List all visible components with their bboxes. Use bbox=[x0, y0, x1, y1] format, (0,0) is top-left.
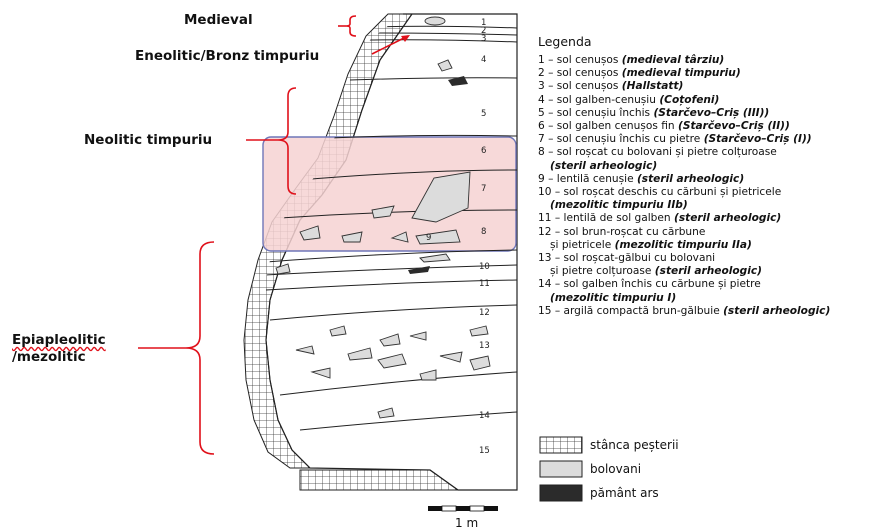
boulder bbox=[378, 354, 406, 368]
legend-title: Legenda bbox=[538, 34, 592, 49]
label-eneolitic: Eneolitic/Bronz timpuriu bbox=[135, 48, 319, 64]
legend-item: 4 – sol galben-cenușiu (Coțofeni) bbox=[538, 94, 830, 107]
bracket-medieval bbox=[346, 16, 356, 36]
label-neolitic: Neolitic timpuriu bbox=[84, 132, 212, 148]
legend-list: 1 – sol cenușos (medieval târziu)2 – sol… bbox=[538, 54, 830, 318]
symbol-boulders-label: bolovani bbox=[590, 462, 641, 476]
layer-number: 13 bbox=[479, 341, 490, 351]
boulder bbox=[438, 60, 452, 71]
layer-number: 8 bbox=[481, 227, 486, 237]
label-epipaleolitic: Epiapleolitic /mezolitic bbox=[12, 332, 106, 366]
symbol-boulder-swatch bbox=[540, 461, 582, 477]
layer-number: 14 bbox=[479, 411, 490, 421]
legend-item: 8 – sol roșcat cu bolovani și pietre col… bbox=[538, 146, 830, 172]
boulder bbox=[410, 332, 426, 340]
layer-number: 9 bbox=[426, 233, 431, 243]
layer-number: 12 bbox=[479, 308, 490, 318]
symbol-burnt-swatch bbox=[540, 485, 582, 501]
boulder bbox=[440, 352, 462, 362]
bracket-epipaleolitic bbox=[186, 242, 214, 454]
scale-bar bbox=[428, 506, 498, 511]
burnt-earth-patch bbox=[408, 266, 430, 274]
symbol-burnt-label: pământ ars bbox=[590, 486, 659, 500]
boulder bbox=[470, 326, 488, 336]
layer-number: 7 bbox=[481, 184, 486, 194]
label-medieval: Medieval bbox=[184, 12, 253, 28]
legend-item: 11 – lentilă de sol galben (steril arheo… bbox=[538, 212, 830, 225]
layer-number: 5 bbox=[481, 109, 486, 119]
label-epipaleolitic-line1: Epiapleolitic bbox=[12, 332, 106, 348]
legend-item: 5 – sol cenușiu închis (Starčevo–Criș (I… bbox=[538, 107, 830, 120]
symbol-rock-swatch bbox=[540, 437, 582, 453]
legend-item: 3 – sol cenușos (Hallstatt) bbox=[538, 80, 830, 93]
boulder bbox=[420, 370, 436, 380]
boulder bbox=[425, 17, 445, 25]
boulder bbox=[312, 368, 330, 378]
legend-item: 7 – sol cenușiu închis cu pietre (Starče… bbox=[538, 133, 830, 146]
boulder bbox=[330, 326, 346, 336]
legend-item: 10 – sol roșcat deschis cu cărbuni și pi… bbox=[538, 186, 830, 212]
boulder bbox=[420, 254, 450, 262]
layer-number: 15 bbox=[479, 446, 490, 456]
scale-label: 1 m bbox=[455, 516, 478, 530]
symbol-rock-label: stânca peșterii bbox=[590, 438, 679, 452]
layer-number: 6 bbox=[481, 146, 486, 156]
boulder bbox=[296, 346, 314, 354]
layer-number: 4 bbox=[481, 55, 486, 65]
boulder bbox=[378, 408, 394, 418]
boulder bbox=[470, 356, 490, 370]
label-epipaleolitic-line2: /mezolitic bbox=[12, 349, 86, 365]
legend-item: 14 – sol galben închis cu cărbune și pie… bbox=[538, 278, 830, 304]
boulder bbox=[380, 334, 400, 346]
layer-number: 3 bbox=[481, 34, 486, 44]
legend-item: 9 – lentilă cenușie (steril arheologic) bbox=[538, 173, 830, 186]
layer-number: 11 bbox=[479, 279, 490, 289]
boulder bbox=[348, 348, 372, 360]
layer-number: 10 bbox=[479, 262, 490, 272]
legend-item: 2 – sol cenușos (medieval timpuriu) bbox=[538, 67, 830, 80]
legend-item: 6 – sol galben cenușos fin (Starčevo–Cri… bbox=[538, 120, 830, 133]
legend-item: 1 – sol cenușos (medieval târziu) bbox=[538, 54, 830, 67]
legend-item: 15 – argilă compactă brun-gălbuie (steri… bbox=[538, 305, 830, 318]
